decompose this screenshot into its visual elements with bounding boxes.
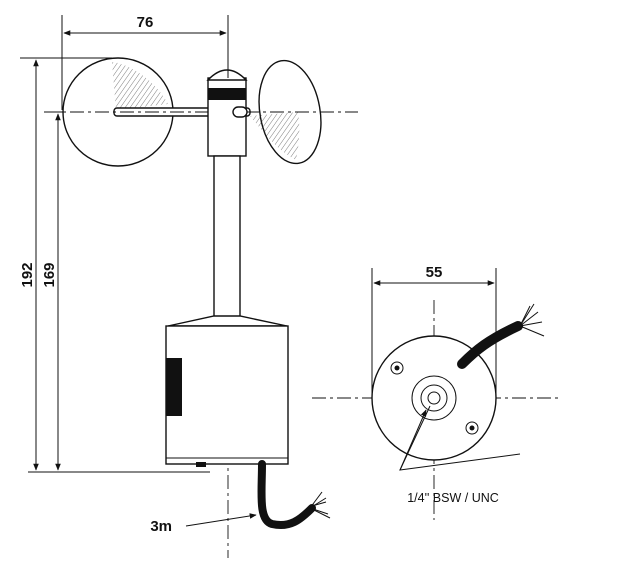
dim-76-label: 76 <box>137 14 154 31</box>
dim-55-label: 55 <box>426 264 443 281</box>
hub-band <box>208 88 246 100</box>
cable-wires <box>309 491 331 519</box>
hub-cap <box>206 69 248 81</box>
housing <box>165 325 289 465</box>
housing-top <box>167 315 288 327</box>
side-view: 76 192 169 3m <box>19 14 358 558</box>
shaft <box>213 155 241 319</box>
base-boss <box>411 375 457 421</box>
bottom-cable-wires <box>519 303 545 337</box>
left-cup-shading <box>112 62 168 110</box>
dim-192-label: 192 <box>19 262 36 287</box>
screw-top-left-center <box>394 365 400 371</box>
dim-169-label: 169 <box>41 262 58 287</box>
right-cup-shading <box>250 112 300 160</box>
cable <box>257 460 316 529</box>
thread-hole-inner <box>427 391 441 405</box>
hub-pin <box>232 106 248 118</box>
housing-label <box>166 358 182 416</box>
housing-screw <box>196 462 206 467</box>
thread-hole-outer <box>420 384 448 412</box>
bottom-view: 55 1/4'' BSW / UNC <box>312 264 560 520</box>
cable-length-label: 3m <box>150 518 172 535</box>
bottom-cable <box>457 321 523 369</box>
thread-label: 1/4'' BSW / UNC <box>407 491 499 505</box>
thread-leader-arrow <box>399 409 427 471</box>
cable-length-arrow <box>185 513 257 527</box>
screw-top-left <box>390 361 404 375</box>
screw-bottom-right <box>465 421 479 435</box>
screw-bottom-right-center <box>469 425 475 431</box>
